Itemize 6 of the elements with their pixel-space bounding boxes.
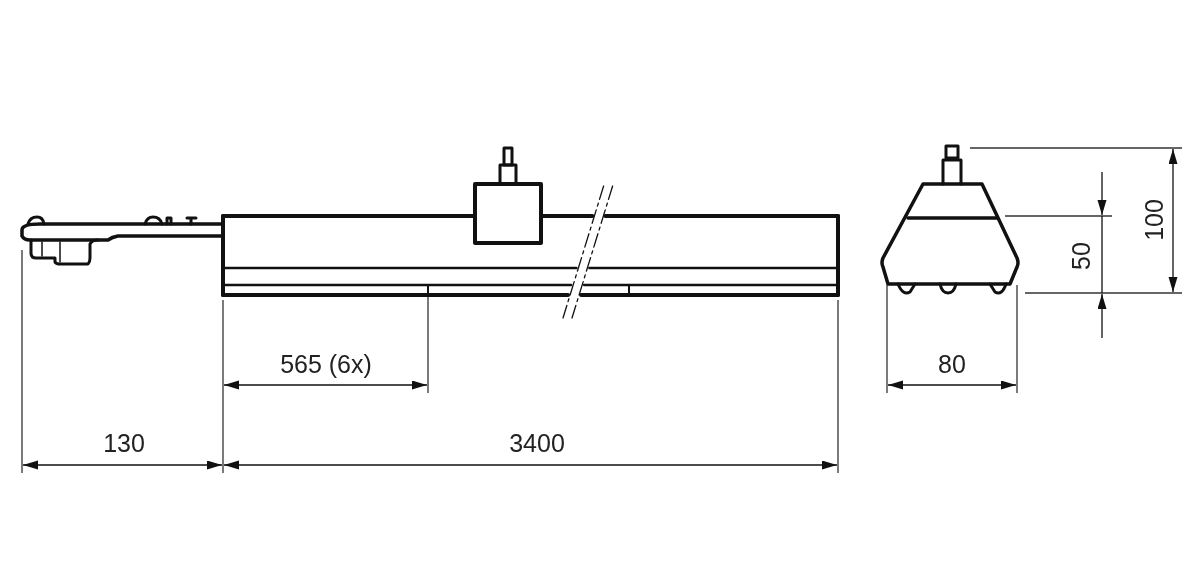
dimension-label: 50 <box>1068 242 1094 270</box>
dimension-label: 80 <box>938 351 966 377</box>
dimension-label: 100 <box>1141 199 1167 241</box>
dimension-label: 3400 <box>509 430 565 456</box>
dimension-label: 130 <box>103 430 145 456</box>
dimension-label: 565 (6x) <box>280 351 372 377</box>
